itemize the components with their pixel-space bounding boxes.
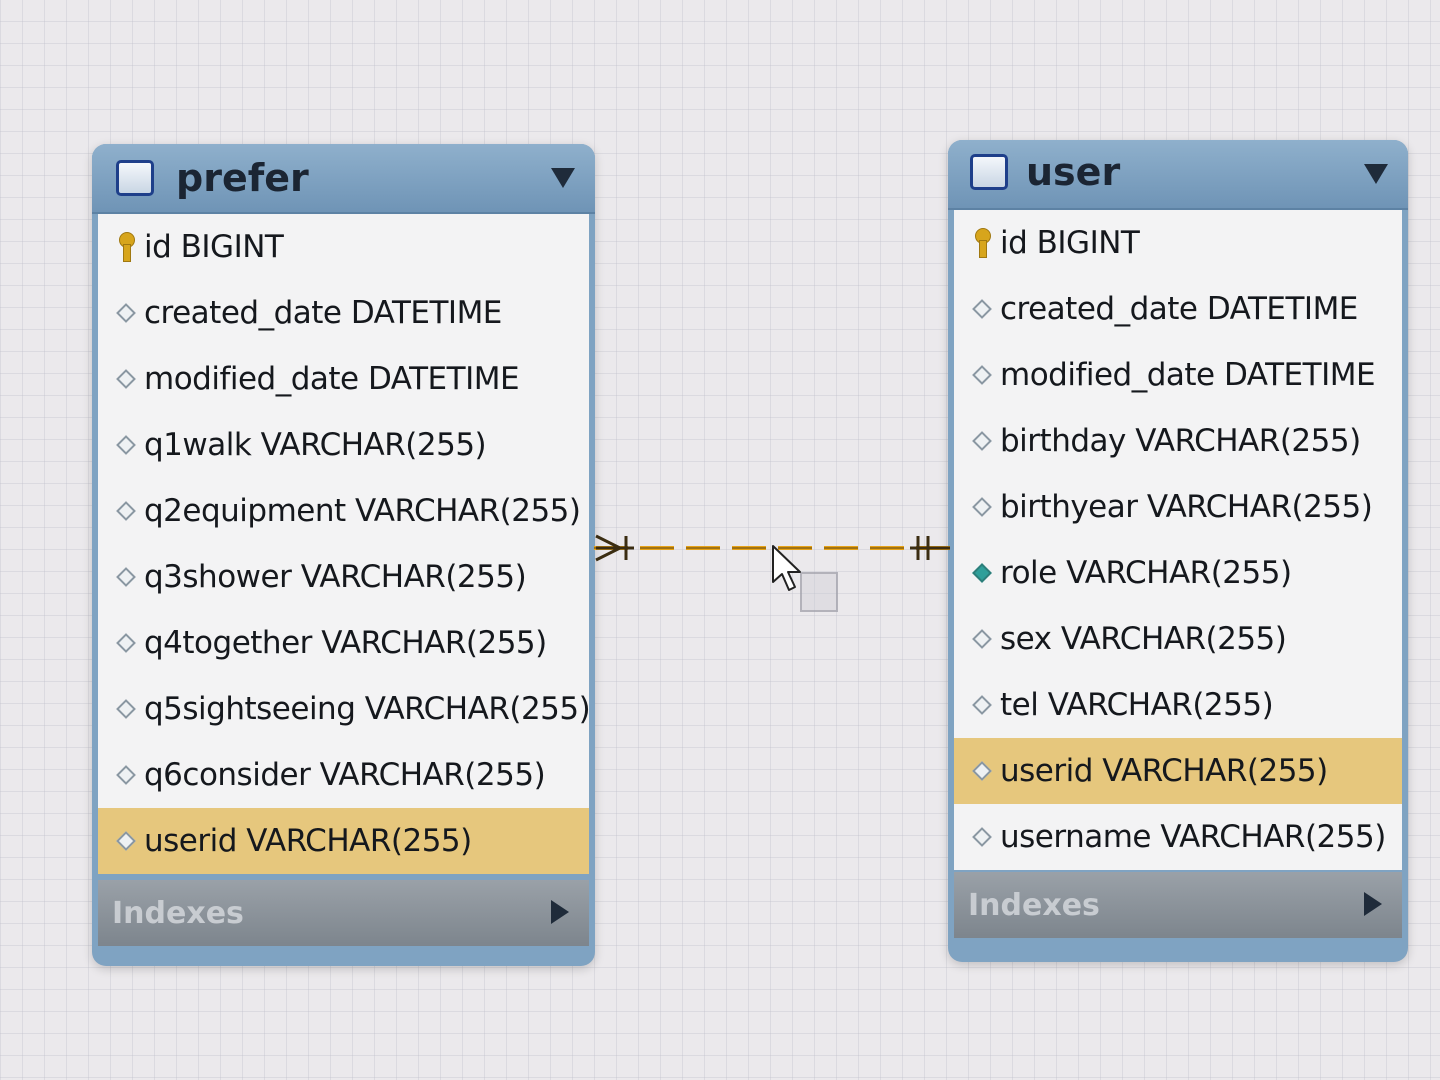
collapse-arrow-icon[interactable] [551, 168, 575, 188]
column-label: q6consider VARCHAR(255) [144, 757, 546, 793]
column-label: sex VARCHAR(255) [1000, 621, 1287, 657]
table-icon [116, 160, 154, 196]
column-row[interactable]: tel VARCHAR(255) [954, 672, 1402, 738]
column-diamond-filled-icon [972, 563, 992, 583]
column-label: username VARCHAR(255) [1000, 819, 1386, 855]
column-diamond-icon [972, 365, 992, 385]
column-row-highlighted[interactable]: userid VARCHAR(255) [954, 738, 1402, 804]
indexes-section[interactable]: Indexes [948, 872, 1408, 938]
column-row[interactable]: id BIGINT [954, 210, 1402, 276]
column-row[interactable]: sex VARCHAR(255) [954, 606, 1402, 672]
table-title: prefer [176, 156, 309, 200]
column-row[interactable]: birthday VARCHAR(255) [954, 408, 1402, 474]
primary-key-icon [118, 232, 135, 262]
column-label: userid VARCHAR(255) [144, 823, 472, 859]
column-diamond-icon [116, 369, 136, 389]
drag-ghost-icon [800, 572, 838, 612]
table-header[interactable]: prefer [92, 144, 595, 214]
column-label: q2equipment VARCHAR(255) [144, 493, 581, 529]
indexes-label: Indexes [968, 888, 1100, 923]
column-label: id BIGINT [144, 229, 284, 265]
table-prefer[interactable]: prefer id BIGINT created_date DATETIME m… [92, 144, 595, 966]
column-label: userid VARCHAR(255) [1000, 753, 1328, 789]
table-header[interactable]: user [948, 140, 1408, 210]
column-diamond-icon [116, 567, 136, 587]
column-row[interactable]: q5sightseeing VARCHAR(255) [98, 676, 591, 742]
column-row[interactable]: q3shower VARCHAR(255) [98, 544, 589, 610]
table-icon [970, 154, 1008, 190]
column-row-highlighted[interactable]: userid VARCHAR(255) [98, 808, 589, 874]
column-list: id BIGINT created_date DATETIME modified… [948, 210, 1408, 870]
column-diamond-icon [116, 303, 136, 323]
column-diamond-icon [972, 497, 992, 517]
column-diamond-icon [972, 827, 992, 847]
column-list: id BIGINT created_date DATETIME modified… [92, 214, 595, 874]
column-row[interactable]: created_date DATETIME [954, 276, 1402, 342]
column-label: q3shower VARCHAR(255) [144, 559, 527, 595]
column-diamond-icon [972, 299, 992, 319]
column-label: q5sightseeing VARCHAR(255) [144, 691, 591, 727]
column-label: tel VARCHAR(255) [1000, 687, 1274, 723]
column-diamond-icon [972, 761, 992, 781]
expand-arrow-icon[interactable] [1364, 892, 1382, 916]
indexes-label: Indexes [112, 896, 244, 931]
collapse-arrow-icon[interactable] [1364, 164, 1388, 184]
column-label: q4together VARCHAR(255) [144, 625, 547, 661]
column-label: modified_date DATETIME [1000, 357, 1376, 393]
column-diamond-icon [972, 629, 992, 649]
column-label: modified_date DATETIME [144, 361, 520, 397]
column-diamond-icon [116, 501, 136, 521]
mouse-pointer-icon [772, 545, 801, 591]
column-label: created_date DATETIME [1000, 291, 1358, 327]
column-row[interactable]: modified_date DATETIME [98, 346, 589, 412]
table-title: user [1026, 150, 1121, 194]
column-row[interactable]: birthyear VARCHAR(255) [954, 474, 1402, 540]
table-user[interactable]: user id BIGINT created_date DATETIME mod… [948, 140, 1408, 962]
column-diamond-icon [116, 435, 136, 455]
column-row[interactable]: created_date DATETIME [98, 280, 589, 346]
column-row[interactable]: q1walk VARCHAR(255) [98, 412, 589, 478]
column-diamond-icon [116, 699, 136, 719]
indexes-section[interactable]: Indexes [92, 880, 595, 946]
column-diamond-icon [116, 831, 136, 851]
column-row[interactable]: q2equipment VARCHAR(255) [98, 478, 589, 544]
column-diamond-icon [116, 765, 136, 785]
column-row[interactable]: id BIGINT [98, 214, 589, 280]
column-row[interactable]: q4together VARCHAR(255) [98, 610, 589, 676]
column-label: created_date DATETIME [144, 295, 502, 331]
expand-arrow-icon[interactable] [551, 900, 569, 924]
relationship-line[interactable] [594, 520, 950, 580]
primary-key-icon [974, 228, 991, 258]
column-diamond-icon [972, 431, 992, 451]
column-row[interactable]: q6consider VARCHAR(255) [98, 742, 589, 808]
column-label: birthyear VARCHAR(255) [1000, 489, 1373, 525]
column-row[interactable]: username VARCHAR(255) [954, 804, 1402, 870]
column-diamond-icon [972, 695, 992, 715]
column-row[interactable]: modified_date DATETIME [954, 342, 1402, 408]
column-label: q1walk VARCHAR(255) [144, 427, 487, 463]
column-diamond-icon [116, 633, 136, 653]
column-label: birthday VARCHAR(255) [1000, 423, 1361, 459]
column-label: role VARCHAR(255) [1000, 555, 1292, 591]
column-label: id BIGINT [1000, 225, 1140, 261]
column-row[interactable]: role VARCHAR(255) [954, 540, 1402, 606]
